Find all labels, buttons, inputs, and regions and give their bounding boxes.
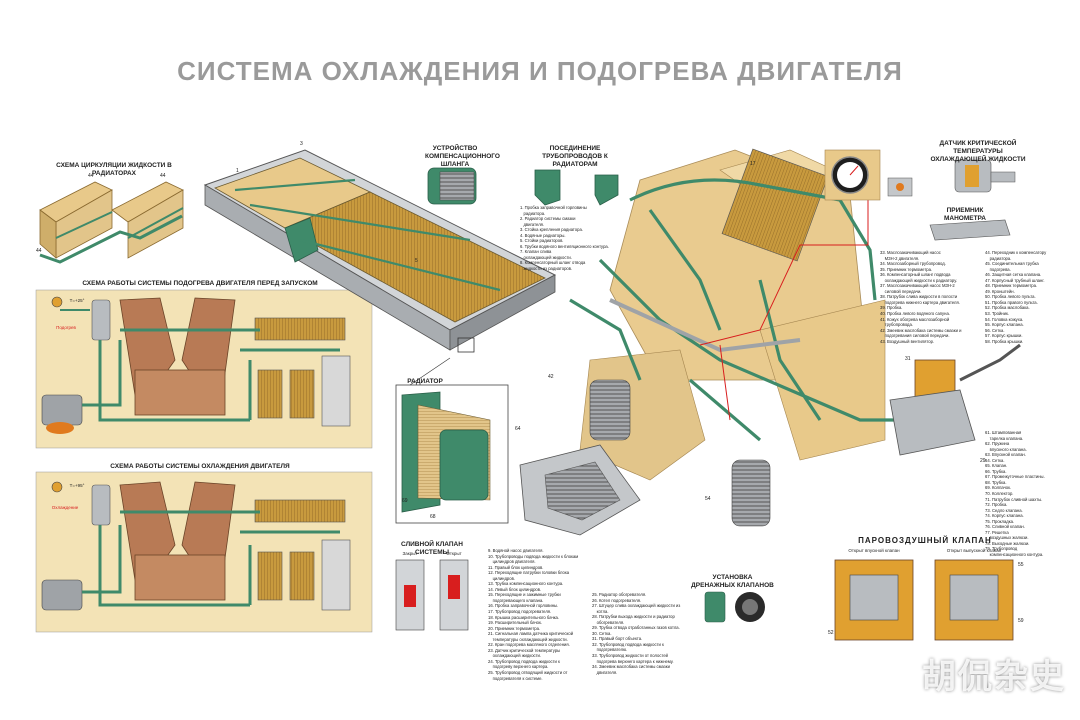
svg-text:52: 52 [828,630,834,636]
svg-text:68: 68 [430,514,436,520]
svg-text:64: 64 [515,426,521,432]
svg-text:31: 31 [905,356,911,362]
svg-text:44: 44 [36,248,42,254]
svg-text:69: 69 [402,498,408,504]
caption-drain-closed: Закрыт [402,551,418,556]
svg-text:29: 29 [980,458,986,464]
legend-right-a: 33. Маслозакачивающий насос МЗН-2 двигат… [880,250,962,344]
manometer-receiver [929,219,1011,241]
caption-temp-sensor: ДАТЧИК КРИТИЧЕСКОЙ ТЕМПЕРАТУРЫ ОХЛАЖДАЮЩ… [930,140,1026,163]
drain-valve-drawing [395,559,469,631]
caption-steam-valve: ПАРОВОЗДУШНЫЙ КЛАПАН [858,536,992,545]
svg-text:5: 5 [415,258,418,264]
caption-radiator: РАДИАТОР [407,378,443,385]
temp-mark-heating: Т=+25° [69,298,85,303]
pipe-joint-inset [534,169,619,206]
caption-radiator-circulation: СХЕМА ЦИРКУЛЯЦИИ ЖИДКОСТИ В РАДИАТОРАХ [56,162,172,177]
legend-bottom-a: 9. Водяной насос двигателя. 10. Трубопро… [488,548,579,681]
radiator-assembly [203,149,557,353]
compensator-inset [427,167,477,205]
svg-text:59: 59 [1018,618,1024,624]
legend-right-c: 61. Штампованная тарелка клапана. 62. Пр… [985,430,1045,558]
label-cooling: Охлаждение [51,505,79,510]
svg-text:3: 3 [300,141,303,147]
radiator-circulation-scheme: 44 44 44 [36,173,184,264]
air-valves-drawing [704,591,765,623]
caption-compensator: УСТРОЙСТВО КОМПЕНСАЦИОННОГО ШЛАНГА [425,145,500,168]
caption-steam-intake: Открыт впускной клапан [848,548,900,553]
watermark: 胡侃杂史 [922,657,1066,697]
caption-manometer: ПРИЕМНИК МАНОМЕТРА [943,207,987,222]
svg-text:44: 44 [160,173,166,179]
caption-pipe-joint: ПОСЕДИНЕНИЕ ТРУБОПРОВОДОВ К РАДИАТОРАМ [542,145,608,168]
legend-radiator-parts: 1. Пробка заправочной горловины радиатор… [520,205,609,272]
caption-steam-exhaust: Открыт выпускной клапан [946,548,1002,553]
caption-drain-open: Открыт [446,551,462,556]
cooling-scheme-panel [35,471,373,633]
poster-title: СИСТЕМА ОХЛАЖДЕНИЯ И ПОДОГРЕВА ДВИГАТЕЛЯ [177,56,903,86]
caption-cooling-scheme: СХЕМА РАБОТЫ СИСТЕМЫ ОХЛАЖДЕНИЯ ДВИГАТЕЛ… [110,463,290,470]
part-callouts: 1 3 5 64 69 68 42 54 17 31 29 55 59 52 [236,141,1024,636]
svg-text:1: 1 [236,168,239,174]
svg-text:54: 54 [705,496,711,502]
svg-text:17: 17 [750,161,756,167]
label-heating: Подогрев [56,325,76,330]
engine-bay [519,148,1021,536]
caption-drain-valve: СЛИВНОЙ КЛАПАН СИСТЕМЫ [401,541,463,556]
temp-mark-cooling: Т=+95° [69,483,85,488]
svg-text:44: 44 [88,173,94,179]
legend-right-b: 44. Переходник к компенсатору радиатора.… [985,250,1047,344]
caption-heating-scheme: СХЕМА РАБОТЫ СИСТЕМЫ ПОДОГРЕВА ДВИГАТЕЛЯ… [82,280,318,287]
steam-valve-drawing [834,559,1014,641]
caption-air-valves: УСТАНОВКА ДРЕНАЖНЫХ КЛАПАНОВ [691,574,774,589]
radiator-detail [395,357,509,524]
svg-text:55: 55 [1018,562,1024,568]
temperature-gauge [824,149,913,201]
critical-temp-sensor [954,159,1016,193]
svg-text:42: 42 [548,374,554,380]
legend-bottom-b: 25. Радиатор обогревателя. 26. Котел под… [592,592,681,675]
heating-scheme-panel [35,289,373,449]
